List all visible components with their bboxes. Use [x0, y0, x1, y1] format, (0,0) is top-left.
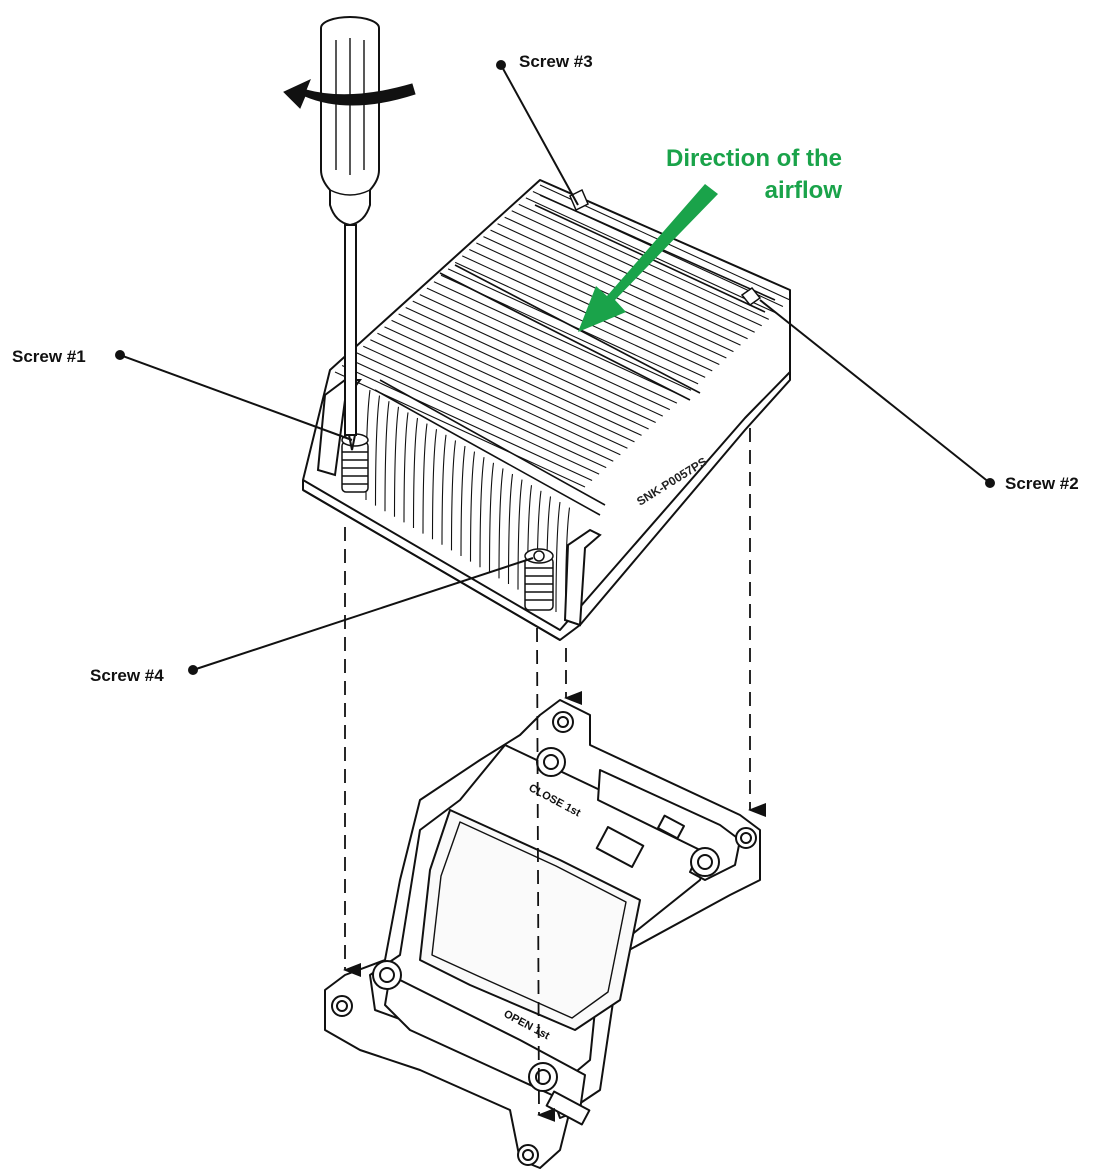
heatsink-fin [341, 365, 593, 482]
heatsink-front-fin [384, 401, 390, 512]
heatsink-front-fin [517, 479, 523, 590]
cpu-socket [324, 699, 761, 1169]
heatsink-fin [398, 313, 649, 430]
heatsink [302, 179, 791, 641]
heatsink-fin [355, 352, 607, 469]
heatsink-screw-2 [740, 286, 762, 307]
heatsink-fin [412, 300, 663, 417]
heatsink-front-fin [555, 501, 561, 613]
airflow-arrow [578, 184, 718, 332]
heatsink-fin [419, 294, 671, 411]
heatsink-front-fin [374, 395, 381, 506]
heatsink-front-fin [431, 429, 438, 540]
airflow-label: Direction of the airflow [610, 143, 842, 207]
rotation-arrow [283, 79, 416, 109]
screw-4-label: Screw #4 [90, 666, 164, 685]
callout-leaders [115, 60, 995, 675]
leader-screw-2 [759, 299, 991, 484]
heatsink-fin [454, 261, 706, 378]
guide-line-screw-4 [536, 627, 556, 1122]
heatsink-fin [384, 326, 635, 443]
heatsink-front-fin [412, 417, 419, 529]
heatsink-front-fin [422, 423, 428, 534]
leader-screw-1 [119, 354, 353, 441]
heatsink-fin [405, 307, 656, 424]
leader-screw-4 [192, 557, 534, 671]
heatsink-fin [433, 281, 685, 398]
heatsink-fin [426, 287, 678, 404]
heatsink-screw-4 [524, 548, 554, 611]
heatsink-screw-1 [341, 433, 369, 493]
heatsink-screw-3 [569, 188, 589, 212]
alignment-guides [343, 428, 766, 1122]
airflow-label-line-2: airflow [764, 177, 842, 204]
heatsink-front-fin [498, 468, 504, 579]
heatsink-fin [483, 236, 734, 353]
heatsink-front-fin [393, 406, 400, 517]
screw-3-label: Screw #3 [519, 52, 593, 71]
screw-2-label: Screw #2 [1005, 474, 1079, 493]
heatsink-front-fin [469, 451, 476, 562]
leader-screw-3 [500, 64, 579, 206]
heatsink-front-fin [450, 440, 457, 551]
heatsink-front-fin [460, 445, 466, 557]
screw-1-label: Screw #1 [12, 347, 86, 366]
heatsink-front-fin [488, 462, 495, 573]
heatsink-fin [370, 339, 621, 456]
heatsink-front-fin [403, 412, 409, 523]
heatsink-front-fin [507, 473, 514, 585]
heatsink-side-rails [316, 379, 602, 627]
screwdriver-shaft [344, 224, 357, 436]
airflow-label-line-1: Direction of the [665, 145, 842, 172]
heatsink-fin [391, 319, 642, 436]
heatsink-front-fin [441, 434, 447, 545]
heatsink-fin [377, 332, 628, 449]
heatsink-fin [363, 345, 614, 462]
heatsink-fin [348, 358, 600, 475]
heatsink-front-fin [479, 457, 485, 568]
